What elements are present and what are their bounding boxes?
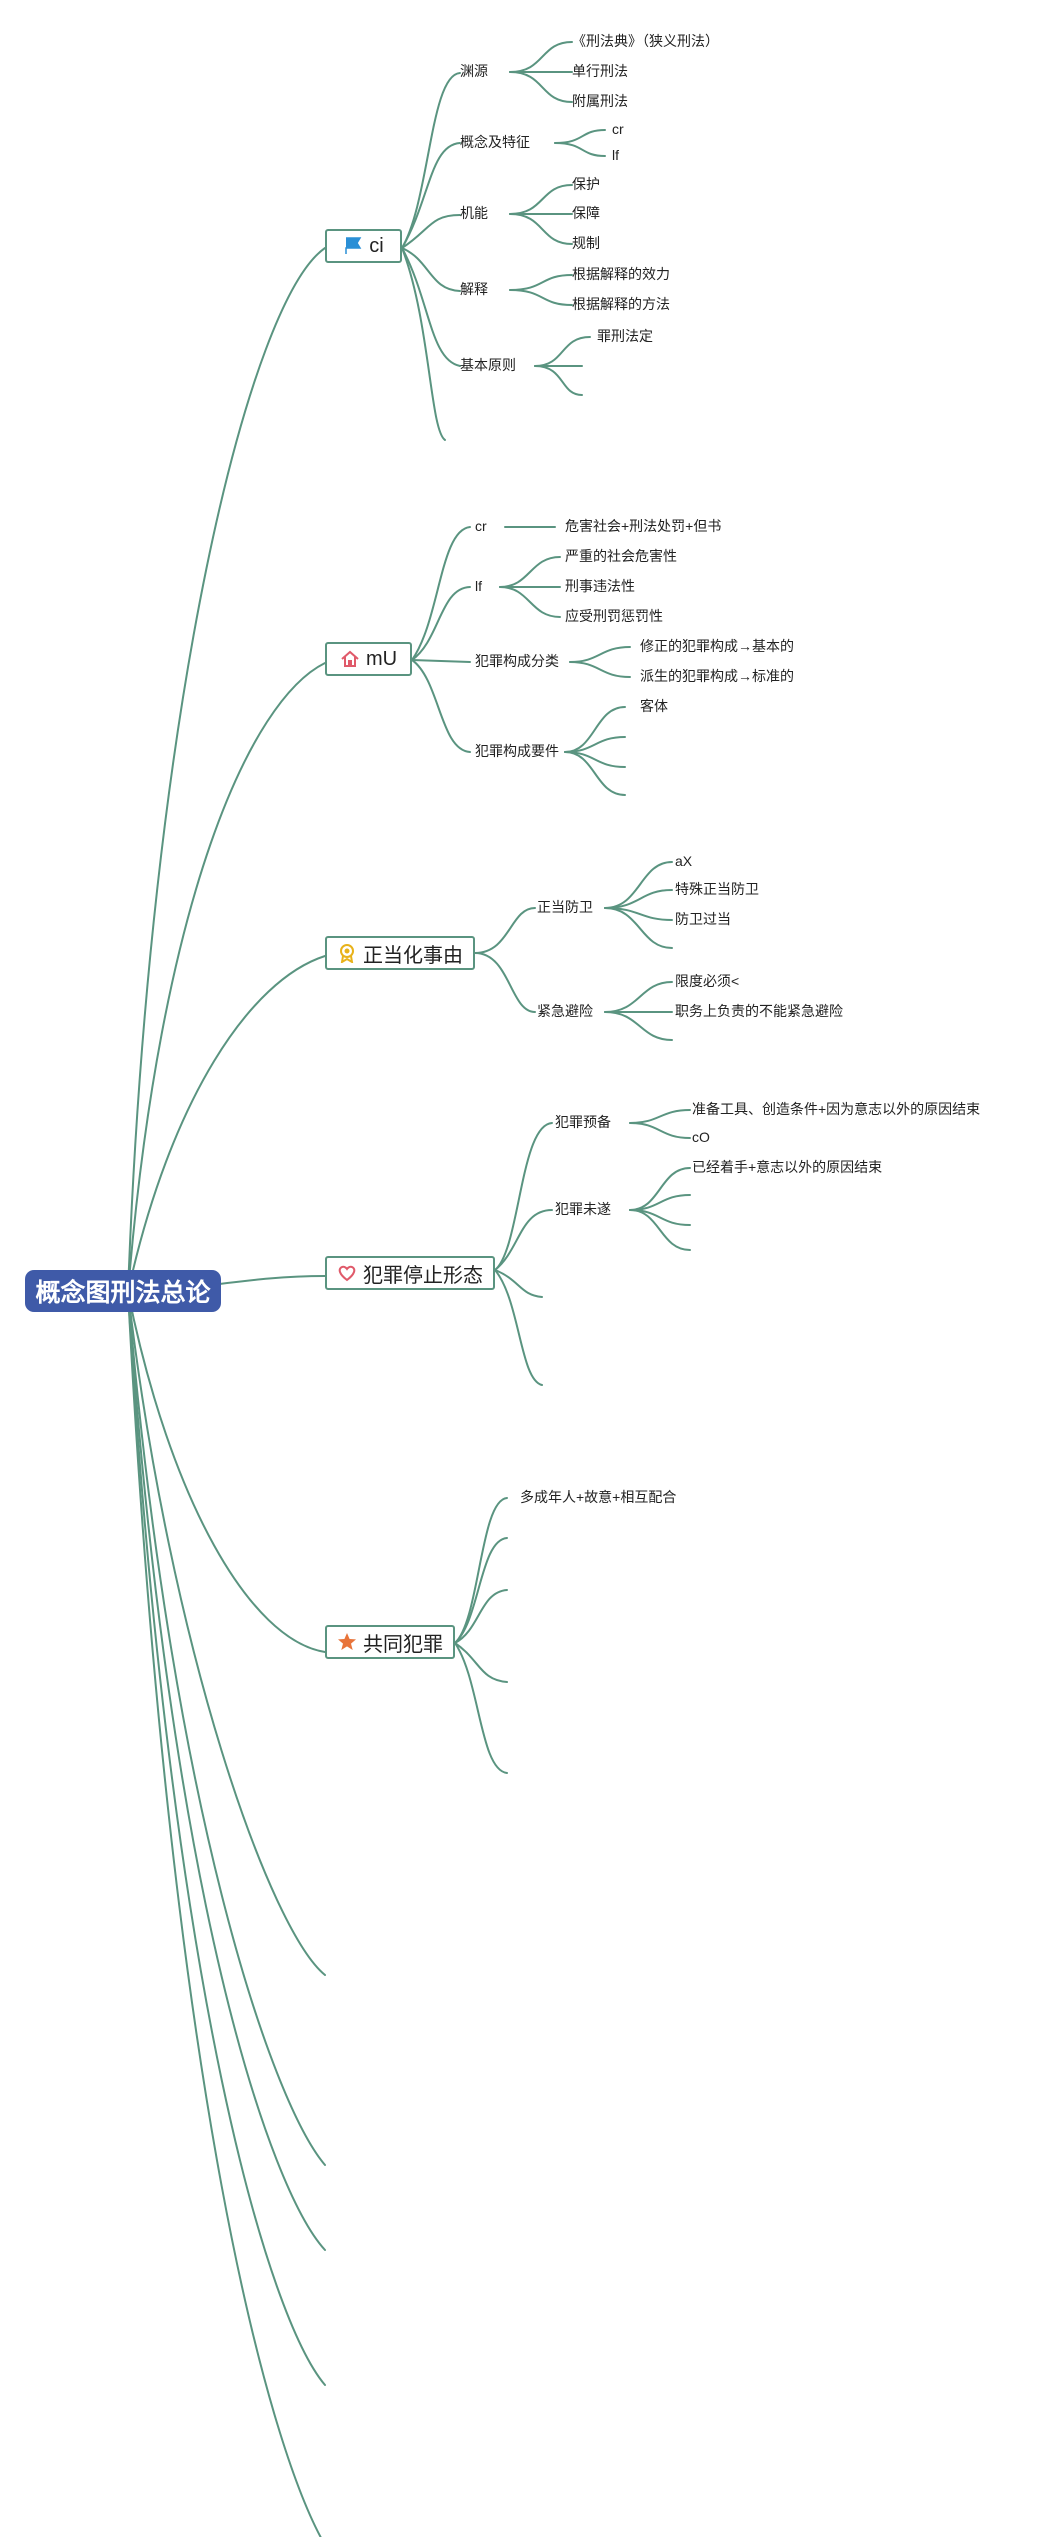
leaf-node[interactable]: 根据解释的方法	[572, 296, 670, 312]
flag-icon	[343, 236, 363, 256]
sub-node-origin[interactable]: 渊源	[460, 63, 488, 79]
branch-label: ci	[369, 234, 384, 257]
branch-label: mU	[365, 647, 398, 670]
leaf-node[interactable]: 规制	[572, 235, 600, 251]
badge-icon	[337, 943, 357, 964]
leaf-node[interactable]: 修正的犯罪构成→基本的	[640, 638, 794, 654]
sub-node-constitution-types[interactable]: 犯罪构成分类	[475, 653, 559, 669]
leaf-node[interactable]: cO	[692, 1129, 710, 1145]
leaf-node[interactable]: aX	[675, 853, 693, 869]
leaf-node[interactable]: 严重的社会危害性	[565, 548, 677, 564]
leaf-node[interactable]: 限度必须<	[675, 973, 740, 989]
leaf-node[interactable]: 罪刑法定	[597, 328, 653, 344]
sub-node-constitution-elements[interactable]: 犯罪构成要件	[475, 743, 559, 759]
sub-node-attempt[interactable]: 犯罪未遂	[555, 1201, 611, 1217]
branch-node-joint-crime[interactable]: 共同犯罪	[325, 1625, 455, 1659]
branch-label: 正当化事由	[363, 944, 463, 967]
star-icon	[337, 1632, 357, 1652]
branch-label: 犯罪停止形态	[363, 1264, 483, 1287]
sub-node-interpretation[interactable]: 解释	[460, 281, 488, 297]
leaf-node[interactable]: 危害社会+刑法处罚+但书	[565, 518, 722, 534]
leaf-node[interactable]: 单行刑法	[572, 63, 628, 79]
sub-node-necessity[interactable]: 紧急避险	[537, 1003, 593, 1019]
leaf-node[interactable]: 派生的犯罪构成→标准的	[640, 668, 794, 684]
leaf-node[interactable]: 保护	[572, 176, 600, 192]
leaf-node[interactable]: lf	[612, 147, 619, 163]
branch-node-justification[interactable]: 正当化事由	[325, 936, 475, 970]
branch-node-mu[interactable]: mU	[325, 642, 412, 676]
leaf-node[interactable]: 准备工具、创造条件+因为意志以外的原因结束	[692, 1101, 981, 1117]
leaf-node[interactable]: 根据解释的效力	[572, 266, 670, 282]
sub-node-cr[interactable]: cr	[475, 518, 487, 534]
sub-node-lf[interactable]: lf	[475, 578, 482, 594]
branch-node-crime-stages[interactable]: 犯罪停止形态	[325, 1256, 495, 1290]
leaf-node[interactable]: 已经着手+意志以外的原因结束	[692, 1159, 883, 1175]
leaf-node[interactable]: cr	[612, 121, 624, 137]
sub-node-self-defense[interactable]: 正当防卫	[537, 899, 593, 915]
sub-node-principles[interactable]: 基本原则	[460, 357, 516, 373]
branch-label: 共同犯罪	[363, 1633, 443, 1656]
heart-icon	[337, 1263, 357, 1283]
sub-node-concept[interactable]: 概念及特征	[460, 134, 530, 150]
leaf-node[interactable]: 《刑法典》（狭义刑法）	[572, 33, 719, 49]
house-icon	[340, 649, 360, 669]
leaf-node[interactable]: 应受刑罚惩罚性	[565, 608, 663, 624]
leaf-node[interactable]: 客体	[640, 698, 668, 714]
sub-node-function[interactable]: 机能	[460, 205, 488, 221]
sub-node-preparation[interactable]: 犯罪预备	[555, 1114, 611, 1130]
leaf-node[interactable]: 附属刑法	[572, 93, 628, 109]
leaf-node[interactable]: 职务上负责的不能紧急避险	[675, 1003, 843, 1019]
leaf-node[interactable]: 特殊正当防卫	[675, 881, 759, 897]
leaf-node[interactable]: 保障	[572, 205, 600, 221]
leaf-node[interactable]: 多成年人+故意+相互配合	[520, 1489, 677, 1505]
branch-node-ci[interactable]: ci	[325, 229, 402, 263]
root-node[interactable]: 概念图刑法总论	[25, 1270, 221, 1312]
leaf-node[interactable]: 防卫过当	[675, 911, 731, 927]
root-label: 概念图刑法总论	[35, 1279, 211, 1307]
leaf-node[interactable]: 刑事违法性	[565, 578, 635, 594]
